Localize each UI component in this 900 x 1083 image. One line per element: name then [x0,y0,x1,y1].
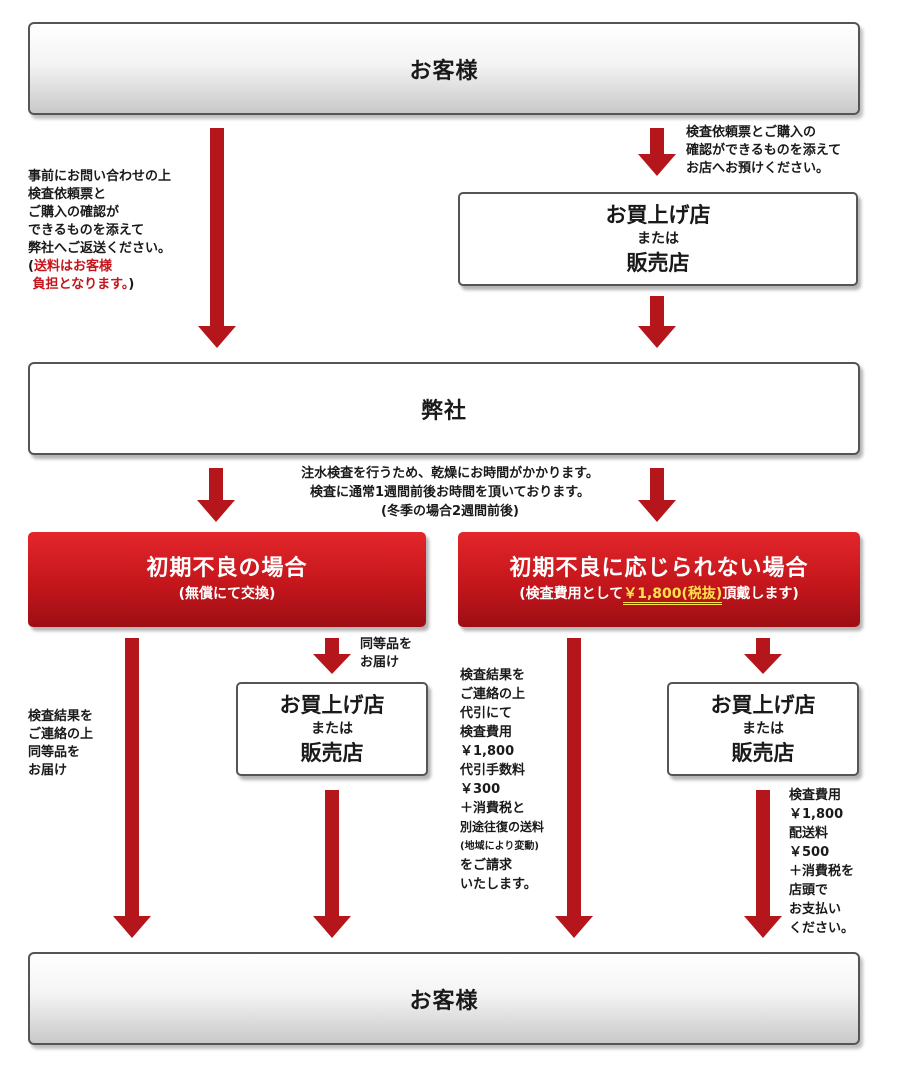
shipping-fee-note: 送料はお客様 [33,259,112,274]
shop-box-right: お買上げ店 または 販売店 [667,682,859,776]
note-defect-result: 検査結果を ご連絡の上 同等品を お届け [28,709,94,778]
arrow-shop-right-to-customer [744,790,782,938]
customer-top-bar: お客様 [28,22,860,115]
arrow-defect-to-customer [113,638,151,938]
note-return-to-company: 事前にお問い合わせの上 検査依頼票と ご購入の確認が できるものを添えて 弊社へ… [28,169,172,292]
arrow-defect-to-shop-left [313,638,351,674]
arrow-customer-to-shop [638,128,676,176]
arrow-company-to-defect [197,468,235,522]
note-pay-at-shop: 検査費用 ￥1,800 配送料 ￥500 ＋消費税を 店頭で お支払い ください… [789,788,855,936]
note-same-product: 同等品を お届け [360,637,413,670]
arrow-company-to-no-defect [638,468,676,522]
company-bar: 弊社 [28,362,860,455]
arrow-no-defect-to-customer [555,638,593,938]
case-not-initial-defect: 初期不良に応じられない場合 (検査費用として￥1,800(税抜)頂戴します) [458,532,860,627]
customer-top-label: お客様 [409,58,479,84]
note-cod-charges: 検査結果を ご連絡の上 代引にて 検査費用 ￥1,800 代引手数料 ￥300 … [460,668,545,892]
arrow-shop-to-company [638,296,676,348]
note-deposit-at-shop: 検査依頼票とご購入の 確認ができるものを添えて お店へお預けください。 [686,125,842,176]
inspection-fee-price: ￥1,800(税抜) [623,586,723,606]
arrow-shop-left-to-customer [313,790,351,938]
customer-bottom-label: お客様 [409,988,479,1014]
arrow-no-defect-to-shop-right [744,638,782,674]
shop-box-top: お買上げ店 または 販売店 [458,192,858,286]
arrow-customer-to-company [198,128,236,348]
case-initial-defect: 初期不良の場合 (無償にて交換) [28,532,426,627]
shop-box-left: お買上げ店 または 販売店 [236,682,428,776]
customer-bottom-bar: お客様 [28,952,860,1045]
note-inspection-time: 注水検査を行うため、乾燥にお時間がかかります。 検査に通常1週間前後お時間を頂い… [301,466,599,519]
company-label: 弊社 [420,398,467,424]
